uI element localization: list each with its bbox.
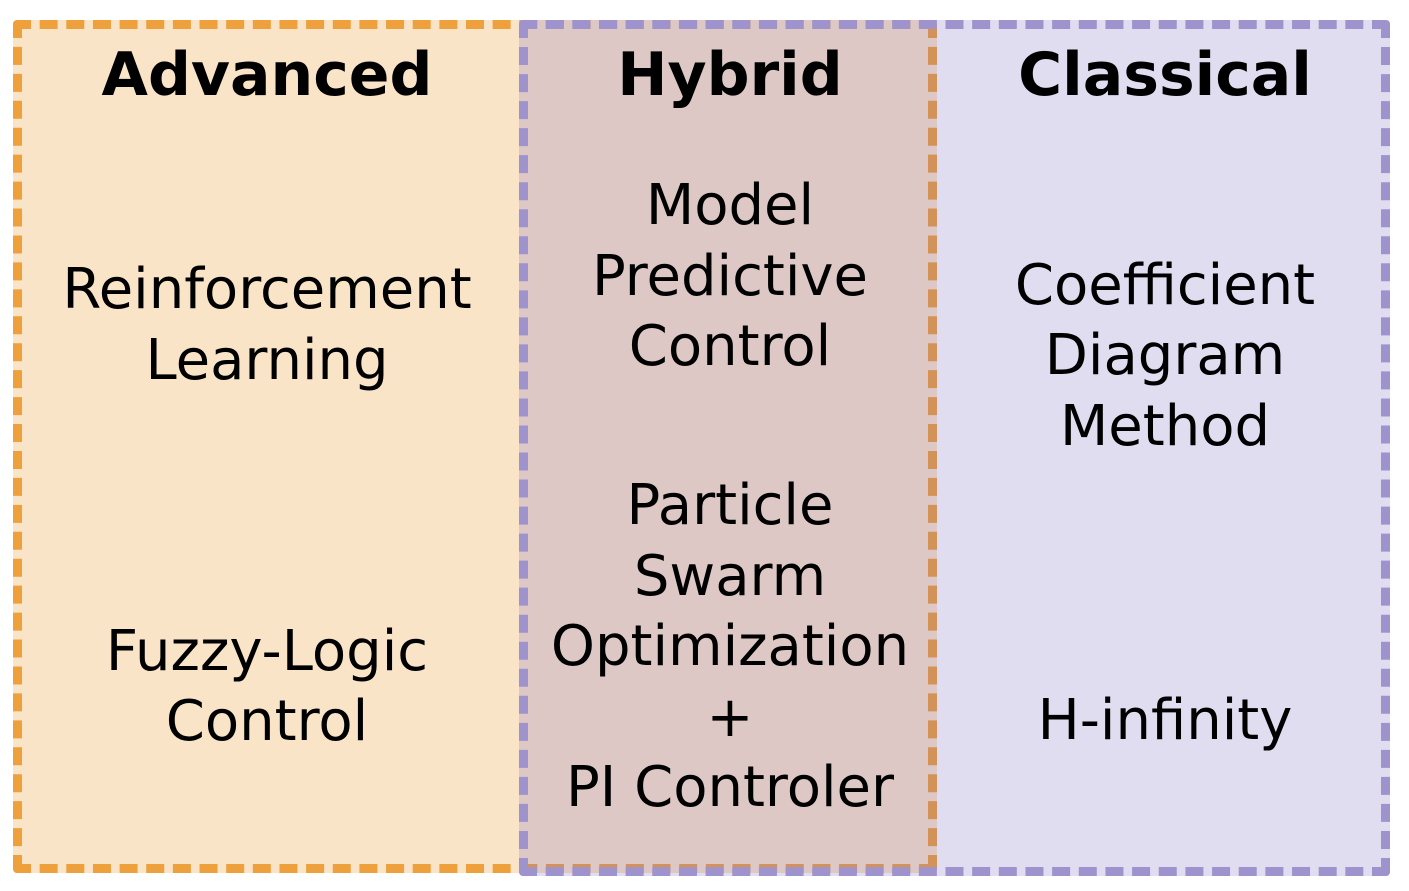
item-line: Fuzzy-Logic (105, 618, 429, 684)
column-classical: Classical Coefficient Diagram Method H-i… (945, 20, 1385, 876)
item-line: Learning (145, 327, 389, 393)
item-line-plus-sign: + (706, 684, 754, 750)
item-line: H-infinity (1037, 687, 1293, 753)
column-title-classical: Classical (1018, 40, 1312, 110)
item-line: Model (645, 173, 815, 239)
column-advanced: Advanced Reinforcement Learning Fuzzy-Lo… (22, 20, 512, 876)
item-reinforcement-learning: Reinforcement Learning (22, 255, 512, 396)
item-h-infinity: H-infinity (945, 686, 1385, 757)
item-fuzzy-logic-control: Fuzzy-Logic Control (22, 617, 512, 758)
item-line: Coefficient (1014, 252, 1316, 318)
item-line: PI Controler (566, 755, 894, 821)
item-line: Method (1059, 393, 1271, 459)
column-items-classical: Coefficient Diagram Method H-infinity (945, 105, 1385, 876)
item-coefficient-diagram-method: Coefficient Diagram Method (945, 251, 1385, 463)
column-items-hybrid: Model Predictive Control Particle Swarm … (528, 105, 932, 876)
item-pso-plus-pi-controller: Particle Swarm Optimization + PI Control… (528, 471, 932, 824)
set-box-hybrid-classical (519, 20, 1390, 876)
item-line: Control (165, 689, 369, 755)
item-line: Diagram (1044, 323, 1286, 389)
item-line: Control (628, 314, 832, 380)
item-line: Predictive (591, 243, 869, 309)
item-line: Particle (626, 473, 834, 539)
item-line: Swarm (633, 543, 827, 609)
item-model-predictive-control: Model Predictive Control (528, 171, 932, 383)
column-title-advanced: Advanced (101, 40, 433, 110)
column-title-hybrid: Hybrid (617, 40, 843, 110)
column-hybrid: Hybrid Model Predictive Control Particle… (528, 20, 932, 876)
item-line: Optimization (550, 614, 910, 680)
set-box-advanced-hybrid (13, 20, 937, 873)
item-line: Reinforcement (62, 257, 472, 323)
column-items-advanced: Reinforcement Learning Fuzzy-Logic Contr… (22, 105, 512, 876)
